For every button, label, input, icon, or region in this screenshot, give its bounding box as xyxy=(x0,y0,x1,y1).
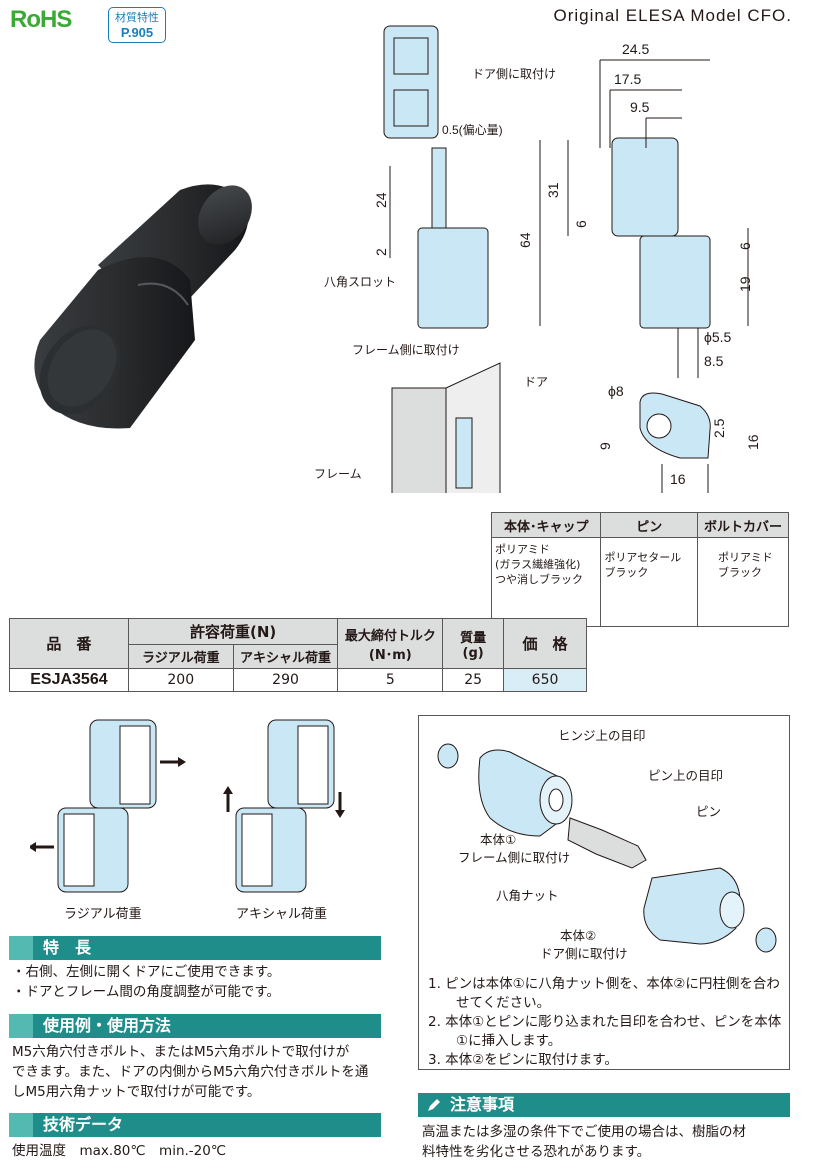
dim-phi8: ϕ8 xyxy=(608,383,624,399)
caption-radial: ラジアル荷重 xyxy=(64,907,142,922)
hdr-part: 品 番 xyxy=(9,618,129,669)
hdr-axial: アキシャル荷重 xyxy=(232,644,339,669)
cell-mass: 25 xyxy=(442,668,505,692)
usage-text: M5六角穴付きボルト、またはM5六角ボルトで取付けが できます。また、ドアの内側… xyxy=(12,1044,369,1100)
step-2: 2. 本体①とピンに彫り込まれた目印を合わせ、ピンを本体①に挿入します。 xyxy=(428,1014,782,1049)
cell-axial: 290 xyxy=(232,668,339,692)
load-diagrams xyxy=(30,719,345,893)
dim-24-5: 24.5 xyxy=(622,41,649,57)
label-body2-sub: ドア側に取付け xyxy=(540,947,628,961)
step-1: 1. ピンは本体①に八角ナット側を、本体②に円柱側を合わせてください。 xyxy=(428,976,780,1011)
label-body1: 本体① xyxy=(480,833,516,847)
dim-phi5-5: ϕ5.5 xyxy=(704,329,732,345)
cell-price: 650 xyxy=(503,668,587,692)
badge-label: 材質特性 xyxy=(115,11,159,24)
cell-radial: 200 xyxy=(127,668,234,692)
dim-9: 9 xyxy=(597,442,613,450)
dim-6a: 6 xyxy=(573,220,589,228)
section-usage-header: 使用例・使用方法 xyxy=(9,1014,381,1038)
mat-header-cover: ボルトカバー xyxy=(696,512,790,538)
dim-8-5: 8.5 xyxy=(704,353,724,369)
table-row: ESJA3564 200 290 5 25 650 xyxy=(9,668,587,692)
material-link-badge[interactable]: 材質特性 P.905 xyxy=(108,7,166,43)
label-door: ドア xyxy=(524,375,548,389)
assembly-steps: 1. ピンは本体①に八角ナット側を、本体②に円柱側を合わせてください。 2. 本… xyxy=(428,975,788,1070)
dim-16v: 16 xyxy=(745,434,761,450)
hdr-price: 価 格 xyxy=(503,618,587,669)
material-table: 本体･キャップ ピン ボルトカバー ポリアミド (ガラス繊維強化) つや消しブラ… xyxy=(490,512,790,627)
mat-header-body: 本体･キャップ xyxy=(490,512,602,538)
label-door-side: ドア側に取付け xyxy=(472,67,556,81)
label-hinge-mark: ヒンジ上の目印 xyxy=(558,729,646,743)
mat-pin: ポリアセタール ブラック xyxy=(600,537,698,627)
dim-16h: 16 xyxy=(670,471,686,487)
cell-part: ESJA3564 xyxy=(9,668,129,692)
hdr-radial: ラジアル荷重 xyxy=(127,644,234,669)
product-photo xyxy=(34,184,252,429)
mat-header-pin: ピン xyxy=(600,512,698,538)
caution-text: 高温または多湿の条件下でご使用の場合は、樹脂の材 料特性を劣化させる恐れがありま… xyxy=(422,1124,746,1160)
hdr-load: 許容荷重(N) xyxy=(127,618,339,645)
technical-drawing: 24.5 17.5 9.5 31 6 64 6 19 24 2 ϕ5.5 8.5… xyxy=(314,25,761,493)
mat-cover: ポリアミド ブラック xyxy=(696,537,790,627)
section-tech-header: 技術データ xyxy=(9,1113,381,1137)
dim-19: 19 xyxy=(737,276,753,292)
step-3: 3. 本体②をピンに取付けます。 xyxy=(428,1052,618,1068)
mat-body: ポリアミド (ガラス繊維強化) つや消しブラック xyxy=(490,537,602,627)
label-body2: 本体② xyxy=(560,929,596,943)
tech-text: 使用温度 max.80℃ min.-20℃ xyxy=(12,1143,227,1159)
caution-header: 注意事項 xyxy=(418,1093,790,1117)
dim-64: 64 xyxy=(517,232,533,248)
pencil-icon xyxy=(428,1099,440,1111)
dim-31: 31 xyxy=(545,182,561,198)
spec-table: 品 番 許容荷重(N) 最大締付トルク(N･m) 質量(g) 価 格 ラジアル荷… xyxy=(9,618,587,692)
dim-2: 2 xyxy=(373,248,389,256)
label-body1-sub: フレーム側に取付け xyxy=(458,851,570,865)
dim-9-5: 9.5 xyxy=(630,99,650,115)
dim-24: 24 xyxy=(373,192,389,208)
original-model-title: Original ELESA Model CFO. xyxy=(553,6,792,25)
label-frame-side: フレーム側に取付け xyxy=(352,343,460,357)
badge-page: P.905 xyxy=(120,25,154,40)
assembly-box xyxy=(418,715,790,1070)
section-features-header: 特 長 xyxy=(9,936,381,960)
cell-torque: 5 xyxy=(337,668,444,692)
label-frame: フレーム xyxy=(314,467,362,481)
dim-2-5: 2.5 xyxy=(711,418,727,438)
hdr-mass: 質量(g) xyxy=(442,618,505,669)
label-pin: ピン xyxy=(696,805,721,819)
hdr-torque: 最大締付トルク(N･m) xyxy=(337,618,444,669)
assembly-drawing: ヒンジ上の目印 ピン上の目印 ピン 本体① フレーム側に取付け 八角ナット 本体… xyxy=(437,729,777,961)
label-eccentric: 0.5(偏心量) xyxy=(442,122,503,137)
dim-6b: 6 xyxy=(737,242,753,250)
label-pin-mark: ピン上の目印 xyxy=(648,769,723,783)
features-text: ・右側、左側に開くドアにご使用できます。 ・ドアとフレーム間の角度調整が可能です… xyxy=(12,964,281,1000)
label-hex-nut: 八角ナット xyxy=(496,889,559,903)
rohs-logo: RoHS xyxy=(10,6,72,33)
dim-17-5: 17.5 xyxy=(614,71,641,87)
label-hex-slot: 八角スロット xyxy=(324,275,396,289)
caption-axial: アキシャル荷重 xyxy=(236,907,328,922)
